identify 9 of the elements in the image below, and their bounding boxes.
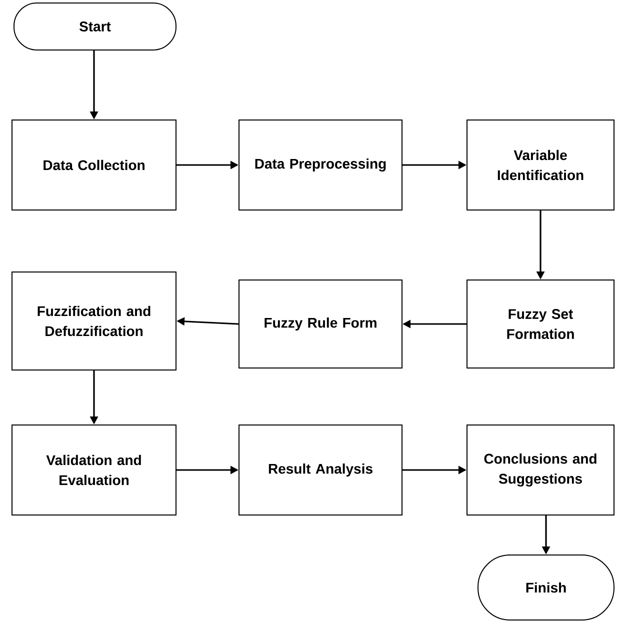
process-box: Data Collection [12,120,176,210]
process-box: Variable Identification [466,120,614,210]
process-box: Conclusions and Suggestions [466,424,614,516]
process-box: Fuzzy Set Formation [466,280,614,368]
process-box: Fuzzification and Defuzzification [12,272,176,370]
process-box: Fuzzy Rule Form [238,280,402,368]
process-box: Result Analysis [238,424,402,516]
process-box: Data Preprocessing [238,120,402,210]
process-box: Validation and Evaluation [12,424,176,516]
